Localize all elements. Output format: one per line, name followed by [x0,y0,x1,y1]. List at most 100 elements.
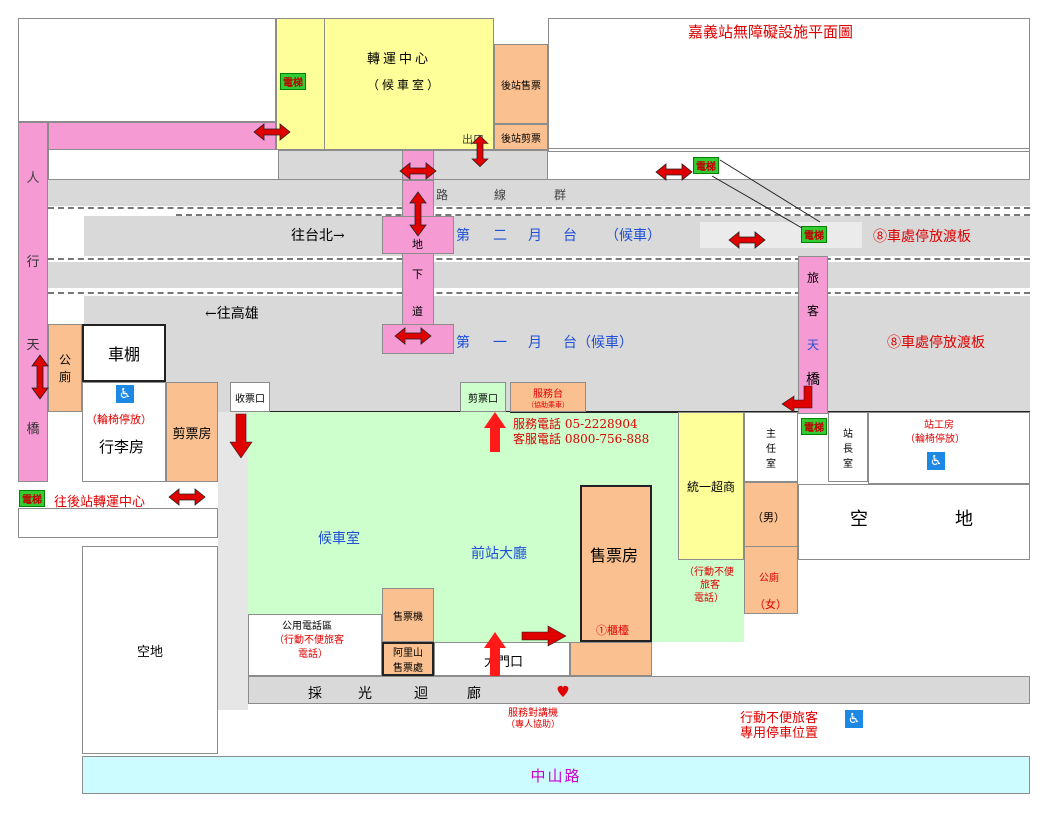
footbridge-char: 客 [806,304,819,319]
walk-bridge-char: 天 [26,338,40,354]
to-taipei-label: 往台北→ [291,228,345,244]
platform-1-char: 一 [493,335,507,351]
check-gate: 剪票口 [460,382,506,412]
elevator-transfer-center[interactable]: 電梯 [280,73,306,90]
open-space-west-label: 空地 [136,644,163,660]
ticket-office [580,485,652,642]
public-toilet-east [744,482,798,614]
footbridge-char: 橋 [806,371,820,388]
ramp-note-platform-1: ⑧車處停放渡板 [887,335,985,351]
underpass-north [402,150,434,180]
phone-area-note: （行動不便旅客 [274,635,344,646]
track-group-char: 群 [554,188,567,202]
toilet-female-label: （女） [754,598,787,611]
elevator-west[interactable]: 電梯 [19,490,45,507]
elevator-concourse[interactable]: 電梯 [801,418,827,435]
toilet-male-label: （男） [752,511,785,524]
to-kaohsiung-label: ←往高雄 [205,306,259,322]
rear-ticket-gate: 後站剪票 [494,124,548,150]
walk-bridge-char: 行 [26,254,40,270]
underpass-platform1 [382,324,454,354]
stationmaster-char: 長 [843,443,853,455]
bike-shed: 車棚 [82,324,166,382]
platform-2-char: 第 [456,228,470,244]
road-label: 中山路 [530,766,582,785]
director-office: 主 任 室 [744,412,798,482]
corridor-char: 光 [358,686,372,702]
public-toilet-west: 公 廁 [48,324,82,412]
platform-1-char: 第 [456,335,470,351]
platform-2-char: 月 [528,228,542,244]
ticket-check-room-label: 剪票房 [172,426,212,442]
toilet-east-label: 公廁 [759,573,779,584]
transfer-center-subtitle: （候車室） [367,78,443,92]
wheelchair-icon: ♿ [845,710,863,728]
ticket-office-label: 售票房 [590,546,639,565]
phone-area [248,614,382,676]
alishan-ticket-office[interactable]: 阿里山 售票處 [382,642,434,676]
zhongshan-road: 中山路 [82,756,1030,794]
platform-2 [84,216,1030,256]
ticket-machine[interactable]: 售票機 [382,588,434,642]
service-desk-sub: （協助乘車） [527,400,569,409]
pedestrian-bridge-west: 人 行 天 橋 [18,122,48,482]
track-line [176,214,1030,216]
director-char: 任 [766,443,776,455]
ramp-note-platform-2: ⑧車處停放渡板 [873,229,971,245]
wheelchair-icon: ♿ [116,385,134,403]
parking-note: 專用停車位置 [740,726,819,741]
toilet-west-char: 公 [58,353,71,367]
track-group-band [48,180,1030,206]
seven-eleven[interactable]: 統一超商 [678,412,744,560]
bike-shed-label: 車棚 [107,345,140,364]
footbridge-char: 旅 [806,271,819,286]
rear-gate-label: 後站剪票 [501,133,541,145]
walk-bridge-char: 人 [26,171,40,187]
underpass-char: 道 [412,305,423,318]
seven-eleven-label: 統一超商 [686,479,735,494]
track-line [48,292,1030,294]
disabled-phone-note: 電話） [694,593,724,604]
platform-1-char: 月 [528,335,542,351]
staff-room-sub: （輪椅停放） [905,434,965,445]
intercom-title: 服務對講機 [508,708,558,719]
wheelchair-parking-note: （輪椅停放） [86,413,152,426]
wheelchair-icon: ♿ [927,452,945,470]
service-desk[interactable]: 服務台 （協助乘車） [510,382,586,412]
open-space-west: 空地 [82,546,218,754]
stationmaster-char: 室 [843,458,853,470]
director-char: 室 [766,458,776,470]
underpass-char: 地 [412,238,423,251]
corridor-char: 迴 [414,686,428,702]
phone-area-title: 公用電話區 [282,621,332,632]
parking-note: 行動不便旅客 [740,711,819,726]
track-group-char: 線 [494,188,507,202]
platform-2-char: 台 [563,228,577,244]
rear-ticket-office: 後站售票 [494,44,548,124]
exit-label: 出口 [462,133,484,146]
alishan-label: 售票處 [393,663,423,674]
open-space-east-char: 地 [955,509,973,530]
open-space-east-char: 空 [850,509,868,530]
ticket-machine-label: 售票機 [393,611,423,623]
north-block-left [18,18,276,122]
service-phone: 服務電話 05-2228904 [513,417,638,431]
track-band-middle [48,262,1030,288]
stationmaster-char: 站 [843,428,853,440]
platform-2-note: （候車） [605,228,661,244]
check-gate-label: 剪票口 [468,393,498,405]
front-hall-label: 前站大廳 [471,546,527,562]
main-door-label: 大門口 [484,655,524,670]
walk-bridge-char: 橋 [26,421,40,437]
transfer-center [276,18,494,150]
elevator-north-east[interactable]: 電梯 [693,157,719,174]
phone-area-note: 電話） [298,649,328,660]
transfer-center-title: 轉運中心 [367,52,432,67]
double-arrow-icon [168,488,206,506]
staff-room-title: 站工房 [924,420,954,431]
collect-gate: 收票口 [230,382,270,412]
customer-phone: 客服電話 0800-756-888 [513,432,650,446]
corridor-char: 採 [308,686,322,702]
west-service-strip [18,508,218,538]
elevator-platform-2[interactable]: 電梯 [801,226,827,243]
